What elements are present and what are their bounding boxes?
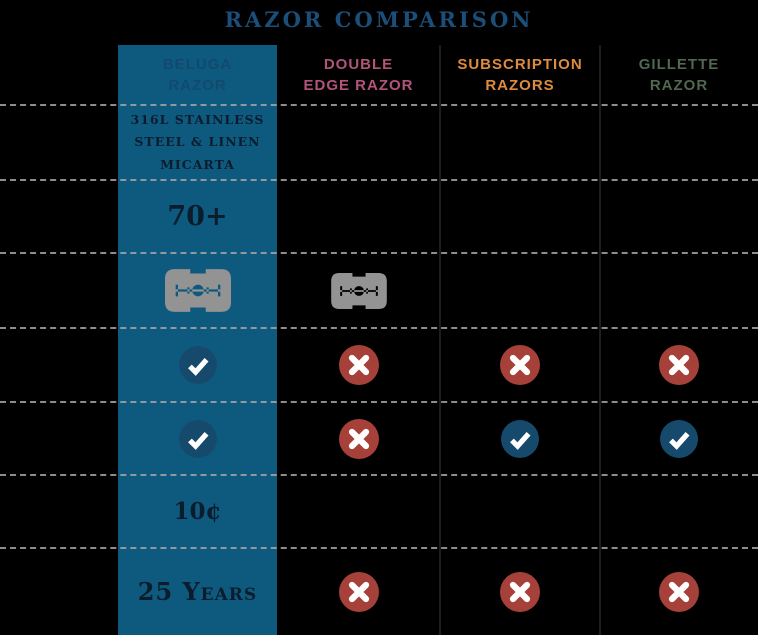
column-header-subscription: SUBSCRIPTION RAZORS: [457, 56, 583, 94]
cell-subscription-feature-1: [440, 328, 600, 402]
cell-double-edge-blade-count: [277, 180, 440, 253]
cell-beluga-material: 316L STAINLESS STEEL & LINEN MICARTA: [118, 105, 277, 180]
razor-blade-icon: [164, 269, 231, 312]
table-row-lifetime: 25 Years: [0, 548, 758, 635]
table-row-blade-count: 70+: [0, 180, 758, 253]
cell-gillette-blade-count: [600, 180, 758, 253]
cell-subscription-lifetime: [440, 548, 600, 635]
table-row-blade-type: [0, 253, 758, 328]
cross-icon: [659, 345, 699, 385]
dashed-row-separator: [0, 474, 758, 476]
check-icon: [178, 346, 217, 384]
cell-gillette-blade-type: [600, 253, 758, 328]
razor-blade-icon: [330, 272, 387, 309]
cell-double-edge-material: [277, 105, 440, 180]
cell-subscription-material: [440, 105, 600, 180]
cell-value: 10¢: [173, 498, 222, 525]
table-row-material: 316L STAINLESS STEEL & LINEN MICARTA: [0, 105, 758, 180]
cross-icon: [338, 345, 379, 385]
column-header-beluga: BELUGA RAZOR: [162, 56, 233, 94]
dashed-row-separator: [0, 401, 758, 403]
cell-double-edge-cost-per-blade: [277, 475, 440, 548]
dashed-row-separator: [0, 104, 758, 106]
check-icon: [501, 419, 539, 458]
cell-gillette-material: [600, 105, 758, 180]
cell-double-edge-feature-1: [277, 328, 440, 402]
check-icon: [660, 419, 698, 458]
table-header-row: BELUGA RAZOR DOUBLE EDGE RAZOR SUBSCRIPT…: [0, 45, 758, 105]
table-row-feature-2: [0, 402, 758, 475]
cell-gillette-feature-2: [600, 402, 758, 475]
dashed-row-separator: [0, 252, 758, 254]
column-header-gillette: GILLETTE RAZOR: [638, 56, 720, 94]
cell-gillette-feature-1: [600, 328, 758, 402]
dashed-row-separator: [0, 179, 758, 181]
cell-beluga-blade-type: [118, 253, 277, 328]
cell-gillette-cost-per-blade: [600, 475, 758, 548]
cross-icon: [338, 418, 379, 459]
cell-beluga-feature-2: [118, 402, 277, 475]
cross-icon: [338, 571, 379, 612]
column-header-double-edge: DOUBLE EDGE RAZOR: [303, 56, 414, 94]
dashed-row-separator: [0, 327, 758, 329]
highlight-column-background: [118, 45, 277, 635]
cell-value: 316L STAINLESS STEEL & LINEN MICARTA: [130, 111, 265, 172]
cross-icon: [500, 345, 540, 385]
cell-value: 25 Years: [137, 577, 258, 606]
check-icon: [178, 419, 217, 458]
cell-subscription-feature-2: [440, 402, 600, 475]
cell-beluga-cost-per-blade: 10¢: [118, 475, 277, 548]
cell-beluga-feature-1: [118, 328, 277, 402]
table-row-feature-1: [0, 328, 758, 402]
cell-subscription-blade-type: [440, 253, 600, 328]
cross-icon: [500, 571, 540, 612]
cell-beluga-blade-count: 70+: [118, 180, 277, 253]
cell-double-edge-lifetime: [277, 548, 440, 635]
cell-double-edge-feature-2: [277, 402, 440, 475]
cell-double-edge-blade-type: [277, 253, 440, 328]
dashed-row-separator: [0, 547, 758, 549]
cell-gillette-lifetime: [600, 548, 758, 635]
page-title: RAZOR COMPARISON: [224, 7, 534, 32]
cell-beluga-lifetime: 25 Years: [118, 548, 277, 635]
table-row-cost-per-blade: 10¢: [0, 475, 758, 548]
column-divider: [439, 45, 441, 635]
cell-value: 70+: [167, 201, 228, 232]
cell-subscription-cost-per-blade: [440, 475, 600, 548]
column-divider: [599, 45, 601, 635]
cross-icon: [659, 571, 699, 612]
cell-subscription-blade-count: [440, 180, 600, 253]
